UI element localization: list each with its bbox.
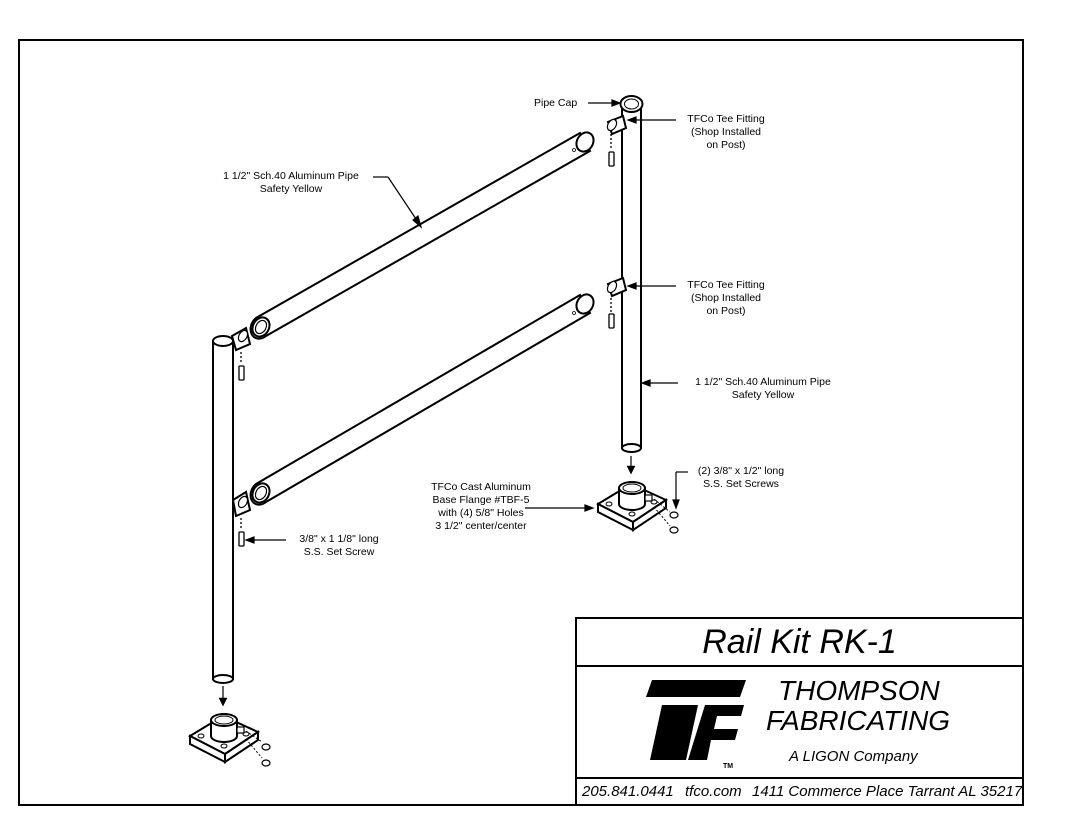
title-block-frame: [575, 617, 1024, 806]
company-name-line2: FABRICATING: [766, 705, 951, 736]
post-pipe-label: 1 1/2" Sch.40 Aluminum Pipe Safety Yello…: [695, 376, 831, 401]
right-post: [606, 95, 644, 453]
upper-rail-pipe: [249, 131, 595, 340]
contact-address: 1411 Commerce Place Tarrant AL 35217: [752, 783, 1023, 800]
tee-fitting-mid-label: TFCo Tee Fitting (Shop Installed on Post…: [687, 279, 765, 317]
contact-phone: 205.841.0441: [582, 783, 674, 800]
pipe-cap-label: Pipe Cap: [534, 97, 578, 109]
lower-rail-pipe: [249, 293, 595, 506]
right-post-set-screws: [608, 134, 615, 329]
sheet-border: [18, 39, 1024, 806]
logo-trademark: TM: [723, 763, 733, 770]
left-post-set-screws: [238, 352, 245, 547]
base-flange-label: TFCo Cast Aluminum Base Flange #TBF-5 wi…: [431, 481, 531, 532]
company-tagline: A LIGON Company: [789, 748, 918, 765]
contact-website: tfco.com: [685, 783, 742, 800]
tf-logo: [646, 680, 746, 760]
tee-fitting-top-label: TFCo Tee Fitting (Shop Installed on Post…: [687, 113, 765, 151]
drawing-title: Rail Kit RK-1: [702, 623, 897, 661]
rail-pipe-label: 1 1/2" Sch.40 Aluminum Pipe Safety Yello…: [223, 170, 359, 195]
company-name-line1: THOMPSON: [778, 675, 940, 706]
leader-lines: [244, 99, 688, 544]
right-base-flange: [595, 456, 679, 534]
left-base-flange: [187, 686, 271, 767]
left-post: [212, 326, 252, 684]
tee-set-screw-label: 3/8" x 1 1/8" long S.S. Set Screw: [299, 533, 379, 558]
flange-set-screws-label: (2) 3/8" x 1/2" long S.S. Set Screws: [697, 465, 785, 490]
